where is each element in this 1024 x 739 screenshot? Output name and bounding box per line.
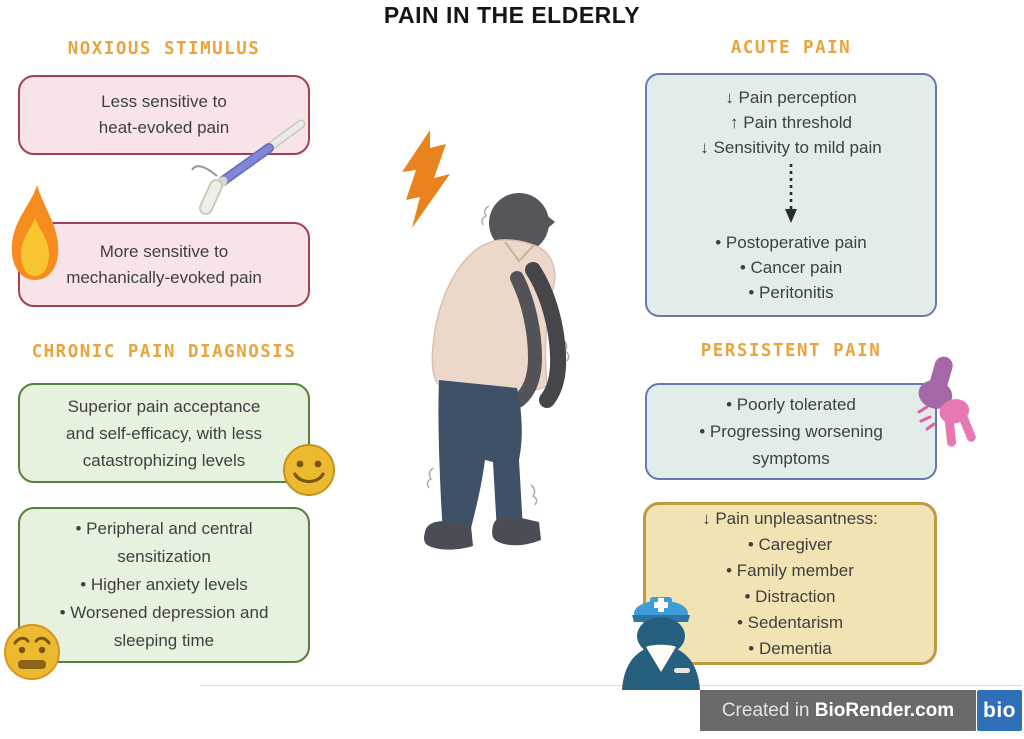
persistent-pain-box: • Poorly tolerated • Progressing worsenin… [645,383,937,480]
text-line: • Cancer pain [739,258,843,277]
pain-unpleasantness-box: ↓ Pain unpleasantness: • Caregiver • Famil… [643,502,937,665]
watermark-brand: BioRender.com [814,699,955,721]
lightning-bolt-icon [400,130,452,228]
text-line: symptoms [752,449,830,468]
noxious-box-heat: Less sensitive to heat-evoked pain [18,75,310,155]
heat-probe-tool-icon [183,116,311,224]
section-header-acute-pain: ACUTE PAIN [730,38,852,58]
page-title: PAIN IN THE ELDERLY [383,2,641,28]
section-header-noxious-stimulus: NOXIOUS STIMULUS [67,39,261,59]
noxious-box-mechanical: More sensitive to mechanically-evoked pai… [18,222,310,307]
text-line: • Peritonitis [748,283,834,302]
text-line: • Postoperative pain [715,233,867,252]
dotted-down-arrow-icon [784,164,798,224]
text-line: heat-evoked pain [98,118,230,137]
text-line: catastrophizing levels [82,450,246,470]
section-header-persistent-pain: PERSISTENT PAIN [700,341,882,361]
text-line: ↑ Pain threshold [730,113,852,132]
text-line: • Family member [726,560,854,580]
text-line: • Sedentarism [736,612,844,632]
text-line: • Progressing worsening [699,422,883,441]
text-line: • Higher anxiety levels [80,575,248,594]
worried-face-icon [3,623,61,681]
divider [200,685,1022,686]
nurse-icon [620,584,702,690]
text-line: Less sensitive to [101,92,227,111]
text-line: • Dementia [748,638,832,658]
text-line: sensitization [117,547,211,566]
watermark-prefix: Created in [721,699,815,721]
acute-bottom-lines: • Postoperative pain • Cancer pain • Perit… [715,230,867,305]
text-line: More sensitive to [99,241,229,261]
text-line: mechanically-evoked pain [66,267,262,287]
text-line: ↓ Pain perception [725,88,857,107]
text-line: • Worsened depression and [59,603,269,622]
biorender-logo: bio [977,690,1022,731]
elderly-man-icon [405,190,640,560]
chronic-box-sensitization: • Peripheral and central sensitization • H… [18,507,310,663]
text-line: ↓ Pain unpleasantness: [702,508,878,528]
section-header-chronic-pain-diagnosis: CHRONIC PAIN DIAGNOSIS [31,342,297,362]
flame-icon [6,183,64,283]
text-line: • Caregiver [747,534,833,554]
text-line: • Distraction [744,586,836,606]
biorender-watermark: Created in BioRender.com [700,690,976,731]
text-line: • Peripheral and central [75,519,253,538]
text-line: sleeping time [113,631,215,650]
acute-top-lines: ↓ Pain perception ↑ Pain threshold ↓ Sensi… [700,85,881,160]
smiley-face-icon [282,443,336,497]
text-line: • Poorly tolerated [726,395,856,414]
acute-pain-box: ↓ Pain perception ↑ Pain threshold ↓ Sensi… [645,73,937,317]
text-line: and self-efficacy, with less [66,423,262,443]
text-line: ↓ Sensitivity to mild pain [700,138,882,157]
text-line: Superior pain acceptance [67,396,261,416]
knee-joint-pain-icon [903,356,983,456]
chronic-box-acceptance: Superior pain acceptance and self-efficac… [18,383,310,483]
